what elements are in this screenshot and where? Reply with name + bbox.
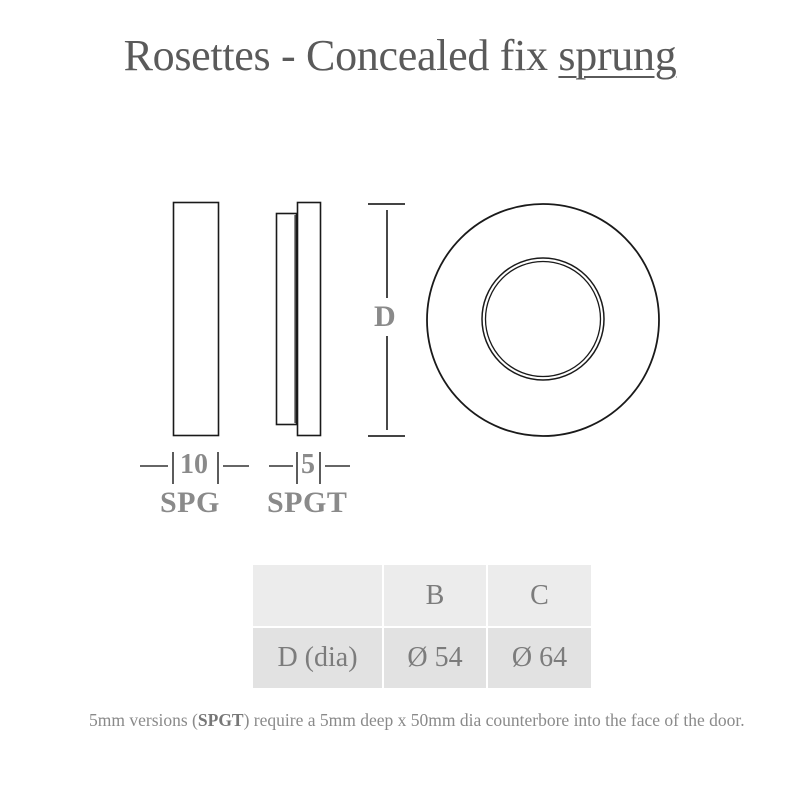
page-title: Rosettes - Concealed fix sprung bbox=[0, 30, 800, 81]
spgt-profile bbox=[275, 201, 322, 437]
table-header-cell bbox=[253, 565, 382, 626]
table-header-row: B C bbox=[253, 565, 591, 626]
footnote: 5mm versions (SPGT) require a 5mm deep x… bbox=[89, 708, 769, 732]
table-cell: Ø 54 bbox=[384, 628, 486, 688]
spg-thickness-marker bbox=[140, 452, 249, 484]
table-header-cell: B bbox=[384, 565, 486, 626]
footnote-after: ) require a 5mm deep x 50mm dia counterb… bbox=[243, 710, 745, 730]
rosette-front-view bbox=[426, 203, 660, 437]
footnote-bold: SPGT bbox=[197, 710, 244, 730]
footnote-before: 5mm versions ( bbox=[89, 710, 198, 730]
spgt-thickness-marker bbox=[269, 452, 350, 484]
spg-thickness-value: 10 bbox=[180, 449, 208, 480]
spg-code: SPG bbox=[160, 486, 220, 519]
spgt-code: SPGT bbox=[267, 486, 348, 519]
spec-table: B C D (dia) Ø 54 Ø 64 bbox=[251, 563, 593, 690]
table-cell: Ø 64 bbox=[488, 628, 591, 688]
spg-profile bbox=[172, 201, 220, 437]
spgt-thickness-value: 5 bbox=[301, 449, 315, 480]
diameter-dimension bbox=[368, 203, 405, 437]
title-underlined: sprung bbox=[558, 31, 677, 80]
table-row-label: D (dia) bbox=[253, 628, 382, 688]
diameter-label: D bbox=[374, 300, 396, 333]
title-main: Rosettes - Concealed fix bbox=[123, 31, 559, 80]
table-row: D (dia) Ø 54 Ø 64 bbox=[253, 628, 591, 688]
table-header-cell: C bbox=[488, 565, 591, 626]
